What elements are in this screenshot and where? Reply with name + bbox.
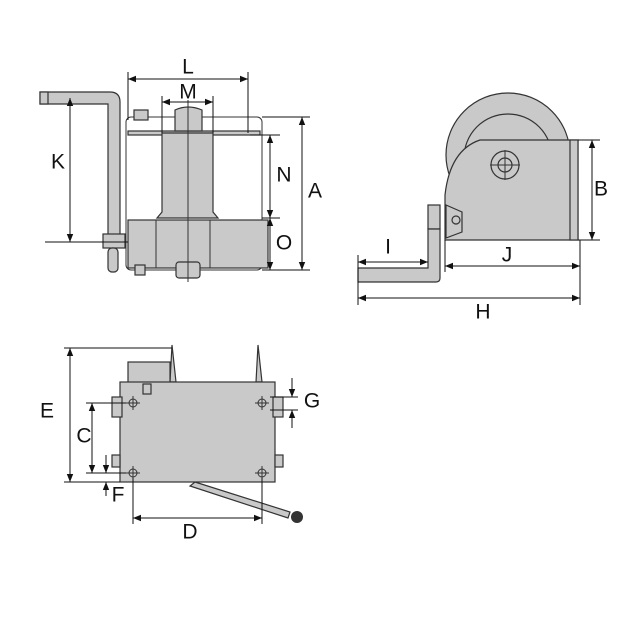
side-view: B I J H	[357, 92, 608, 324]
crank-handle	[357, 228, 441, 283]
dim-label-M: M	[179, 81, 197, 104]
mounting-hole-icon	[126, 396, 269, 480]
dim-label-E: E	[40, 400, 54, 423]
front-view: L M K N O A	[39, 56, 322, 282]
gear-housing	[127, 219, 269, 269]
dim-label-K: K	[51, 151, 65, 174]
dim-label-G: G	[304, 390, 320, 413]
dim-label-O: O	[276, 232, 292, 255]
dim-label-C: C	[76, 425, 91, 448]
dim-label-B: B	[594, 178, 608, 201]
crank-handle	[39, 91, 121, 237]
dim-label-H: H	[475, 301, 490, 324]
motor-box	[127, 361, 171, 385]
bolt-icon	[133, 109, 149, 121]
dim-label-N: N	[276, 164, 291, 187]
bolt-icon	[134, 264, 146, 276]
base-plate	[119, 381, 276, 483]
handle-hub	[102, 233, 126, 249]
dim-label-F: F	[112, 484, 125, 507]
lever-knob	[291, 511, 303, 523]
dim-label-A: A	[308, 180, 322, 203]
dim-label-J: J	[502, 244, 513, 267]
lever	[188, 481, 291, 519]
bottom-view: E C F G D	[40, 344, 320, 544]
dim-label-L: L	[182, 56, 194, 79]
dim-label-I: I	[385, 236, 391, 259]
dim-label-D: D	[182, 521, 197, 544]
